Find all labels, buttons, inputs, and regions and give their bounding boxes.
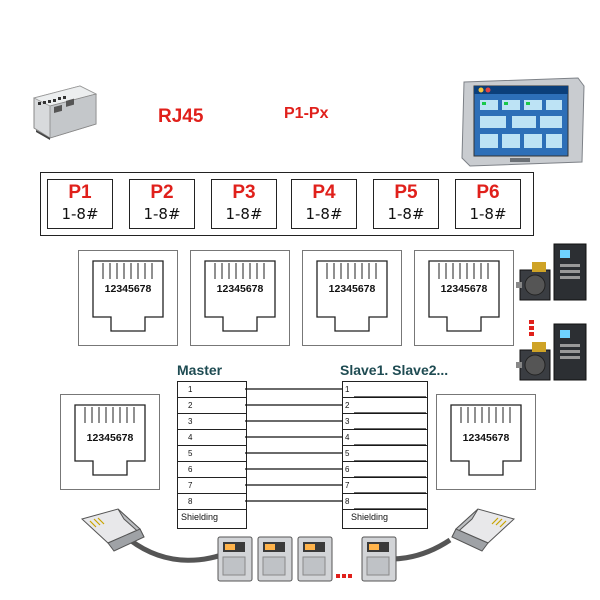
rj45-plug-icon [81,508,145,552]
slave-label: Slave1. Slave2... [340,362,449,378]
rj45-jack-icon [450,404,522,476]
rj45-jack-icon [92,260,164,332]
master-label: Master [177,362,223,378]
inverter-drive-icon [257,536,293,582]
port-name: P2 [150,182,174,203]
port-p2: P2 1-8# [129,179,195,229]
master-pin-4: 4 [178,430,246,446]
port-name: P3 [232,182,256,203]
slave-pin-shielding: Shielding [351,512,389,522]
rj45-jack: 12345678 [302,250,402,346]
rj45-jack-icon [316,260,388,332]
master-pin-6: 6 [178,462,246,478]
master-pin-2: 2 [178,398,246,414]
port-name: P5 [394,182,418,203]
plc-controller-icon [32,85,98,140]
port-p1: P1 1-8# [47,179,113,229]
port-pins: 1-8# [305,205,343,223]
jack-pin-numbers: 12345678 [440,283,488,295]
rj45-plug-icon [451,508,515,552]
port-name: P6 [476,182,500,203]
continuation-dots-horizontal [336,563,358,578]
master-pin-shielding: Shielding [181,512,219,522]
pin-wiring [245,388,342,502]
port-p5: P5 1-8# [373,179,439,229]
servo-motor-drive-icon [516,243,587,301]
master-pin-8: 8 [178,494,246,510]
port-pins: 1-8# [225,205,263,223]
jack-pin-numbers: 12345678 [216,283,264,295]
port-pins: 1-8# [469,205,507,223]
inverter-drive-icon [297,536,333,582]
rj45-jack: 12345678 [414,250,514,346]
rj45-jack-icon [204,260,276,332]
rj45-jack-slave: 12345678 [436,394,536,490]
rj45-jack: 12345678 [78,250,178,346]
rj45-jack-master: 12345678 [60,394,160,490]
jack-pin-numbers: 12345678 [86,432,134,444]
inverter-drive-icon [361,536,397,582]
master-pin-1: 1 [178,382,246,398]
port-name: P1 [68,182,92,203]
port-pins: 1-8# [387,205,425,223]
jack-pin-numbers: 12345678 [328,283,376,295]
master-pin-5: 5 [178,446,246,462]
master-pin-7: 7 [178,478,246,494]
rj45-jack-icon [428,260,500,332]
continuation-dots-vertical [529,320,535,340]
jack-pin-numbers: 12345678 [104,283,152,295]
port-name: P4 [312,182,336,203]
master-pin-3: 3 [178,414,246,430]
port-p4: P4 1-8# [291,179,357,229]
master-pin-table: 1 2 3 4 5 6 7 8 Shielding [177,381,247,529]
rj45-jack: 12345678 [190,250,290,346]
hmi-touch-panel-icon [461,77,585,167]
port-pins: 1-8# [61,205,99,223]
port-pins: 1-8# [143,205,181,223]
jack-pin-numbers: 12345678 [462,432,510,444]
slave-pin-table: 1 2 3 4 5 6 7 8 Shielding [342,381,428,529]
servo-motor-drive-icon [516,323,587,381]
inverter-drive-icon [217,536,253,582]
port-strip: P1 1-8# P2 1-8# P3 1-8# P4 1-8# P5 1-8# … [40,172,534,236]
rj45-label: RJ45 [158,106,204,127]
port-range-label: P1-Px [284,105,329,122]
rj45-jack-icon [74,404,146,476]
slave-bus-lines [354,396,426,510]
port-p3: P3 1-8# [211,179,277,229]
port-p6: P6 1-8# [455,179,521,229]
